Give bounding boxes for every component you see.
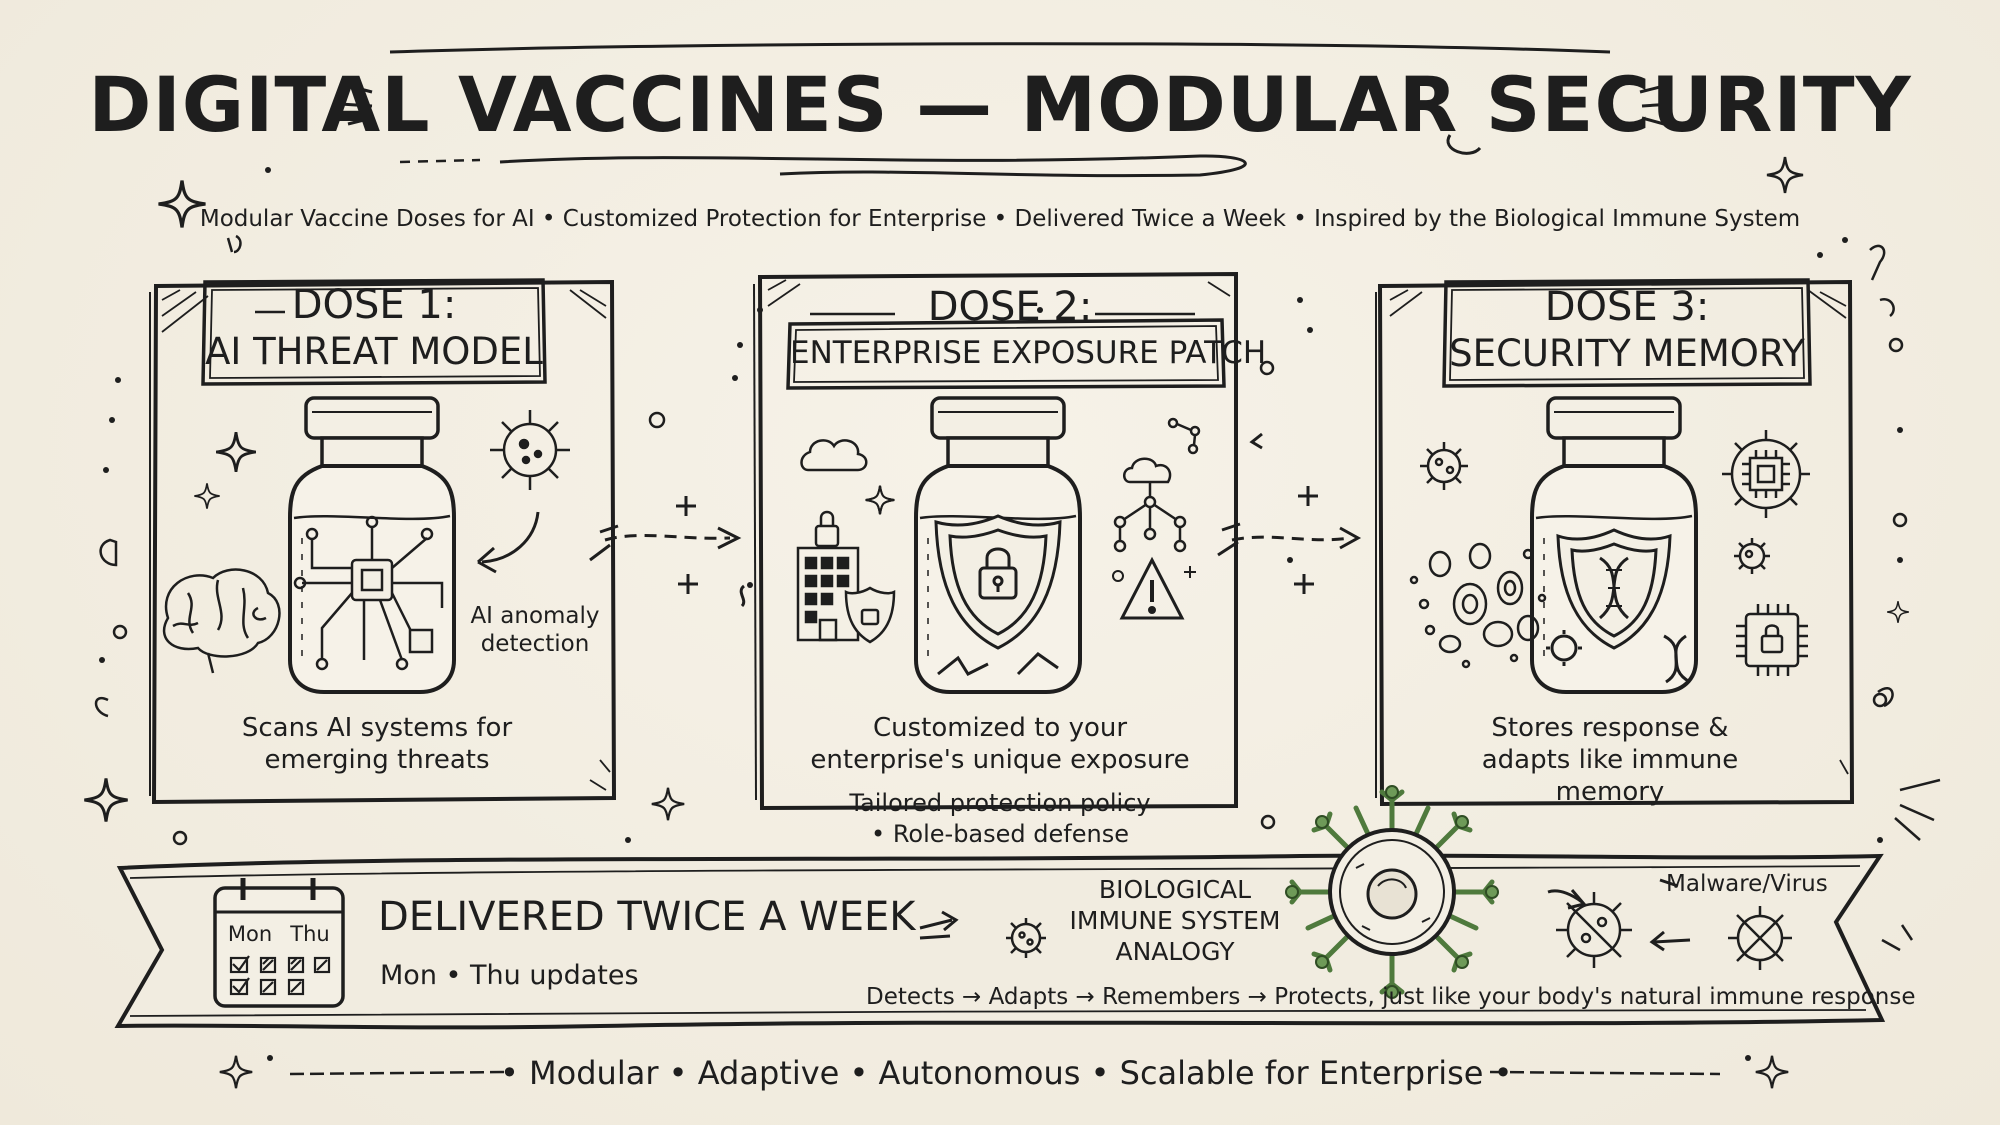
analogy-flow: Detects → Adapts → Remembers → Protects,… <box>866 984 1916 1010</box>
small-virus-icon <box>1006 918 1046 958</box>
dose-2-subtitle: ENTERPRISE EXPOSURE PATCH <box>790 335 1267 371</box>
network-icon <box>1113 457 1187 553</box>
page-title: DIGITAL VACCINES — MODULAR SECURITY <box>88 60 1912 149</box>
dose-1-annotation: AI anomaly detection <box>470 603 600 657</box>
delivery-title: DELIVERED TWICE A WEEK <box>378 894 916 940</box>
warning-icon <box>1119 556 1185 620</box>
dose-3-subtitle: SECURITY MEMORY <box>1449 332 1805 375</box>
lock-chip-icon <box>1736 604 1808 676</box>
dose-3-title: DOSE 3: <box>1544 284 1710 330</box>
calendar-day-thu: Thu <box>290 922 330 946</box>
dose-2-description: Customized to your enterprise's unique e… <box>810 713 1190 775</box>
virus-icon <box>490 410 570 490</box>
dose-2-extra: Tailored protection policy • Role-based … <box>849 789 1151 848</box>
vial-dose-3 <box>1530 396 1698 694</box>
delivery-subtitle: Mon • Thu updates <box>380 960 639 991</box>
calendar-icon <box>213 878 345 1008</box>
malware-label: Malware/Virus <box>1666 871 1828 897</box>
analogy-title: BIOLOGICAL IMMUNE SYSTEM ANALOGY <box>1069 875 1281 966</box>
dose-3-description: Stores response & adapts like immune mem… <box>1481 713 1739 807</box>
immune-cell-icon <box>1285 785 1499 999</box>
dose-1-title: DOSE 1: <box>291 282 457 328</box>
vial-dose-2 <box>914 396 1082 694</box>
bacteria-icon <box>1420 442 1468 490</box>
cloud-icon <box>800 439 868 472</box>
building-icon <box>796 510 896 644</box>
dose-1-description: Scans AI systems for emerging threats <box>241 713 513 775</box>
cells-icon <box>1409 542 1547 669</box>
vial-dose-1 <box>288 396 456 694</box>
footer-tagline: • Modular • Adaptive • Autonomous • Scal… <box>500 1054 1513 1092</box>
calendar-day-mon: Mon <box>227 922 273 946</box>
chip-icon <box>1722 430 1810 518</box>
brain-icon <box>162 568 281 674</box>
dose-1-subtitle: AI THREAT MODEL <box>205 330 543 373</box>
subtitle: Modular Vaccine Doses for AI • Customize… <box>199 206 1801 232</box>
malware-virus-icon <box>1556 892 1632 968</box>
dose-2-title: DOSE 2: <box>927 284 1093 330</box>
